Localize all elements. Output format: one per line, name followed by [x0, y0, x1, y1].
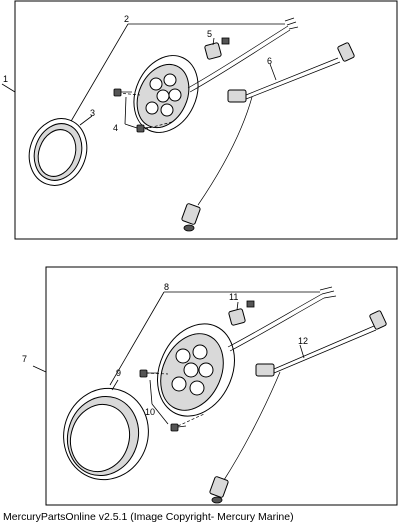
- connector-5: [204, 37, 230, 60]
- lamp-body: [133, 55, 199, 133]
- connector-11: [228, 300, 255, 326]
- callout-9: 9: [116, 368, 121, 378]
- callout-3: 3: [90, 108, 95, 118]
- callout-5: 5: [207, 29, 212, 39]
- upper-assembly: [1, 0, 398, 240]
- lower-lamp-body: [157, 323, 235, 417]
- callout-10: 10: [145, 407, 155, 417]
- callout-6: 6: [267, 56, 272, 66]
- mounting-screws: [113, 88, 153, 133]
- callout-2: 2: [124, 14, 129, 24]
- image-caption: MercuryPartsOnline v2.5.1 (Image Copyrig…: [3, 511, 294, 523]
- callout-7: 7: [22, 354, 27, 364]
- wiring-harness-6: [181, 42, 355, 232]
- callout-1: 1: [3, 74, 8, 84]
- lower-bezel-ring: [63, 387, 149, 481]
- bezel-ring: [28, 118, 88, 186]
- callout-11: 11: [229, 292, 238, 302]
- lower-assembly-frame: [45, 266, 398, 506]
- callout-4: 4: [113, 123, 118, 133]
- callout-12: 12: [298, 336, 308, 346]
- upper-assembly-frame: [14, 0, 398, 240]
- wiring-harness-12: [209, 310, 387, 504]
- lower-assembly: [32, 266, 398, 506]
- lower-mounting-screws: [139, 369, 187, 432]
- callout-8: 8: [164, 282, 169, 292]
